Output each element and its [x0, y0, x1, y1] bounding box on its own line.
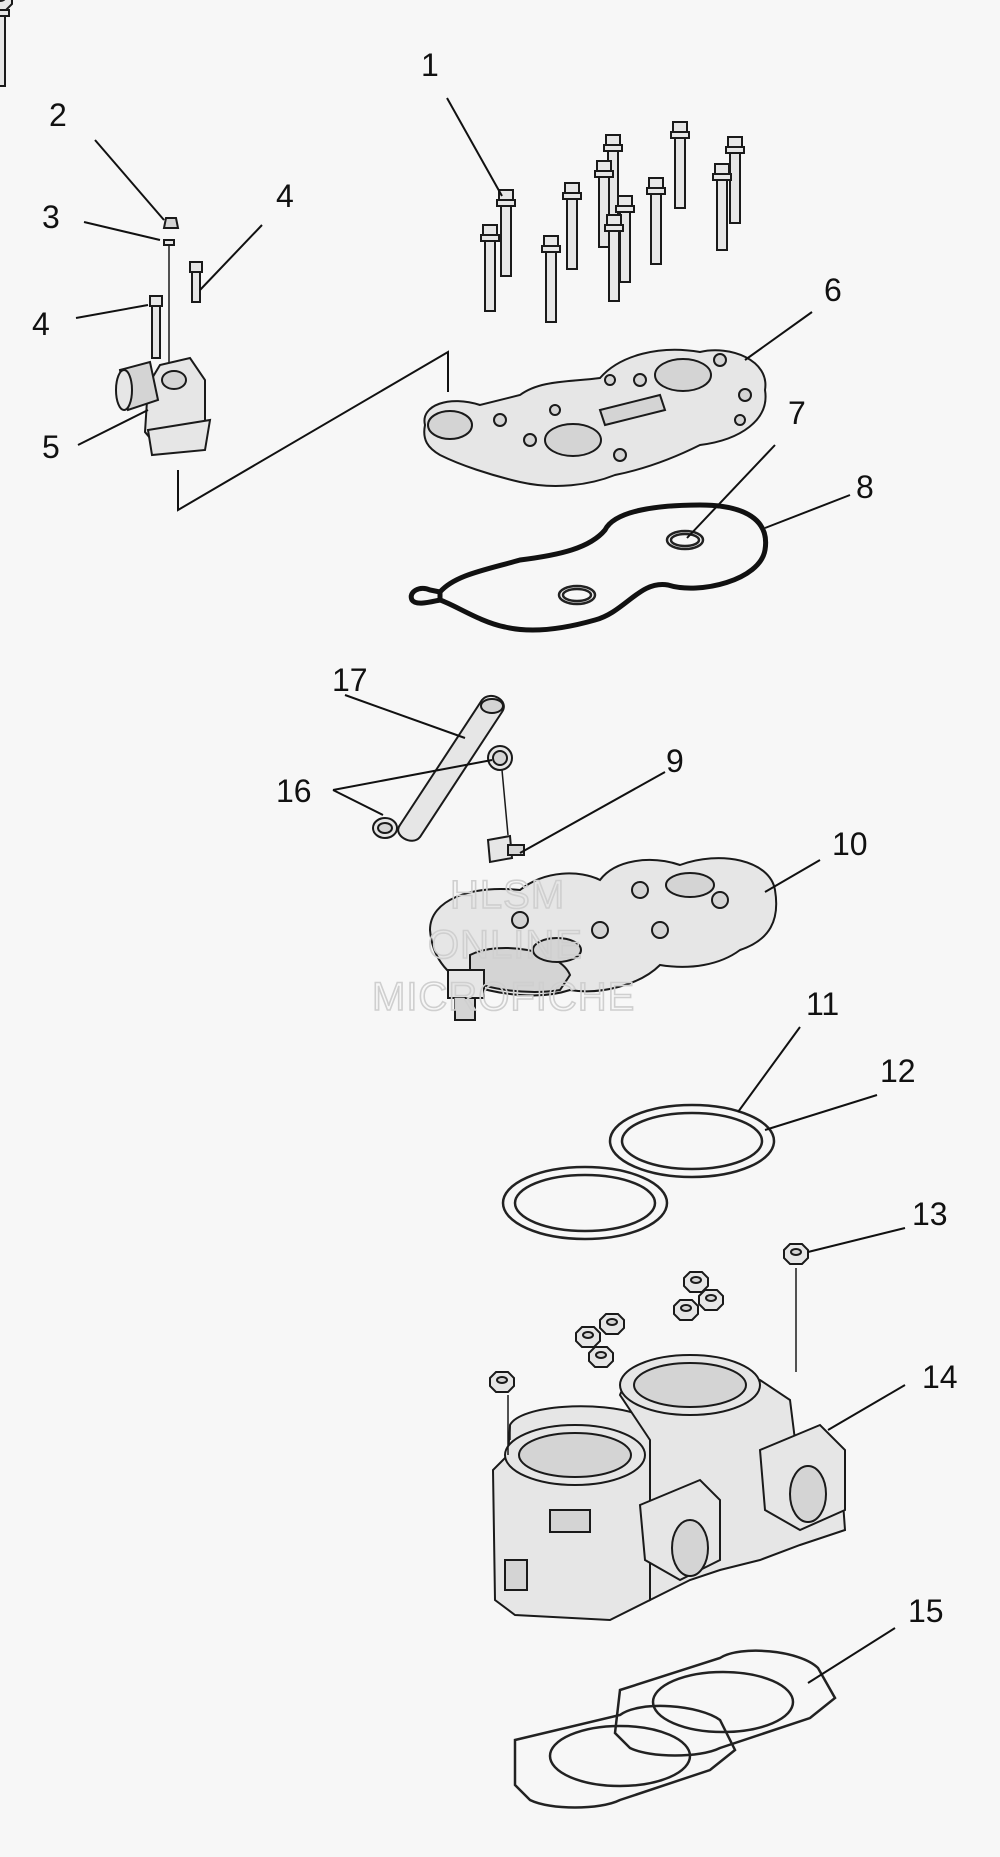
- callout-11: 11: [806, 986, 839, 1022]
- watermark-line-2: ONLINE: [428, 923, 583, 967]
- callout-6: 6: [824, 272, 842, 308]
- watermark: HLSM ONLINE MICROFICHE: [371, 872, 635, 1020]
- base-gasket: [513, 1649, 837, 1809]
- callout-15: 15: [908, 1593, 944, 1629]
- callout-17: 17: [332, 662, 368, 698]
- cylinder-head: [428, 857, 778, 1021]
- callout-16: 16: [276, 773, 312, 809]
- callout-5: 5: [42, 429, 60, 465]
- cylinder-block: [491, 1268, 847, 1622]
- cylinder-head-cover: [423, 348, 767, 487]
- callout-14: 14: [922, 1359, 958, 1395]
- nuts: [0, 0, 809, 1393]
- leader-lines: [75, 97, 906, 1684]
- callout-labels: 1 2 3 4 4 5 6 7 8 9 10 11 12 13 14 15 16…: [32, 47, 958, 1629]
- callout-10: 10: [832, 826, 868, 862]
- callout-1: 1: [421, 47, 439, 83]
- callout-3: 3: [42, 199, 60, 235]
- callout-7: 7: [788, 395, 806, 431]
- watermark-line-1: HLSM: [450, 873, 565, 917]
- callout-4-right: 4: [276, 178, 294, 214]
- head-gasket-and-orings: [408, 502, 769, 633]
- cylinder-rings: [501, 1103, 776, 1241]
- callout-9: 9: [666, 743, 684, 779]
- head-bolts: [0, 0, 745, 323]
- callout-2: 2: [49, 97, 67, 133]
- assembly-guide-line: [177, 350, 449, 512]
- callout-8: 8: [856, 469, 874, 505]
- callout-12: 12: [880, 1053, 916, 1089]
- watermark-line-3: MICROFICHE: [372, 975, 635, 1019]
- callout-13: 13: [912, 1196, 948, 1232]
- thermostat-housing-group: [115, 217, 212, 457]
- callout-4-left: 4: [32, 306, 50, 342]
